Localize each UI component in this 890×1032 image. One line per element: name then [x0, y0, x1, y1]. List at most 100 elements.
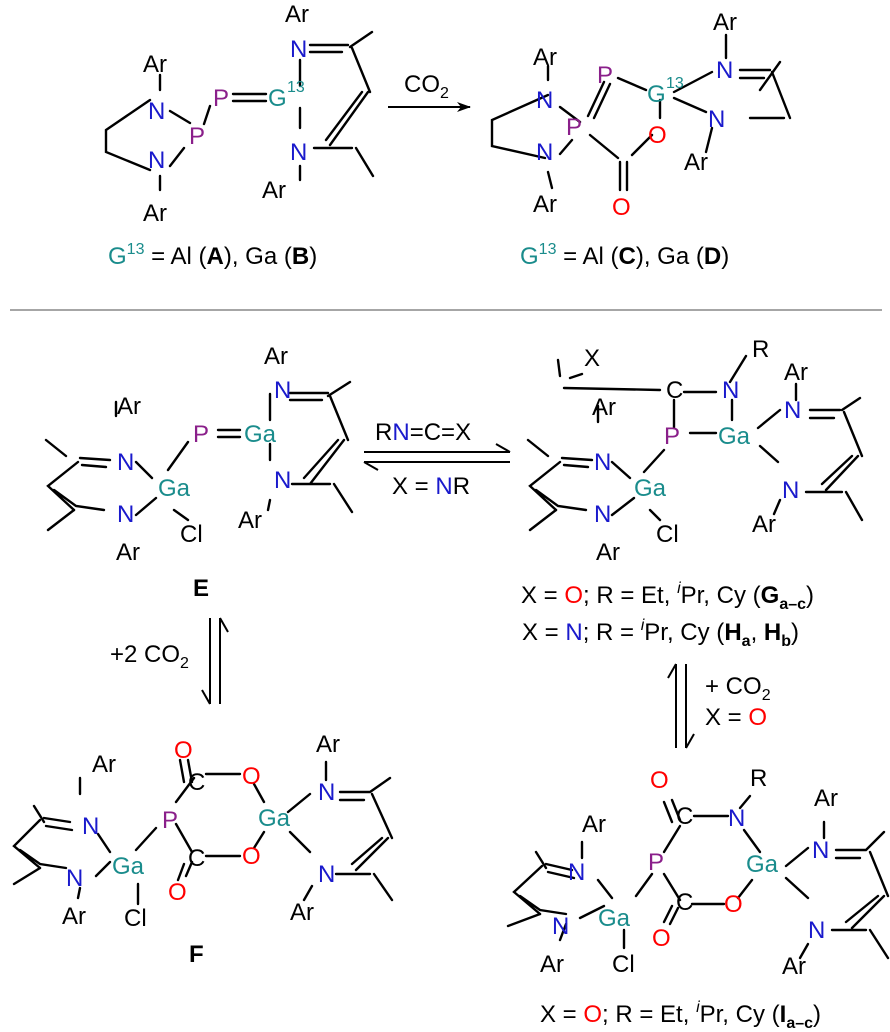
- svg-text:Ga: Ga: [158, 475, 191, 502]
- caption-G: X = O; R = Et, iPr, Cy (Ga–c): [521, 580, 814, 613]
- svg-text:Ar: Ar: [143, 200, 167, 227]
- svg-text:N: N: [66, 865, 83, 892]
- svg-text:Ar: Ar: [62, 903, 86, 930]
- svg-text:N: N: [708, 106, 725, 133]
- compound-A-B: Ar N N Ar P P G 13 N Ar N Ar: [104, 1, 375, 227]
- svg-text:Ar: Ar: [290, 899, 314, 926]
- svg-text:Cl: Cl: [656, 521, 679, 548]
- svg-text:N: N: [716, 57, 733, 84]
- svg-text:Ar: Ar: [238, 507, 262, 534]
- svg-text:O: O: [612, 194, 631, 221]
- svg-text:P: P: [213, 85, 229, 112]
- caption-C-D: G13 = Al (C), Ga (D): [520, 241, 729, 270]
- svg-text:Ar: Ar: [533, 44, 557, 71]
- svg-text:Ar: Ar: [316, 731, 340, 758]
- svg-text:R: R: [750, 765, 767, 792]
- svg-text:Ar: Ar: [814, 785, 838, 812]
- svg-text:C: C: [188, 769, 205, 796]
- svg-text:Cl: Cl: [180, 521, 203, 548]
- svg-text:N: N: [274, 467, 291, 494]
- svg-text:13: 13: [666, 75, 684, 92]
- svg-text:O: O: [174, 737, 193, 764]
- svg-text:G: G: [647, 81, 666, 108]
- svg-text:C: C: [676, 803, 693, 830]
- svg-text:+ CO+ CO2: + CO+ CO2: [705, 673, 771, 704]
- svg-text:O: O: [724, 891, 743, 918]
- svg-text:G: G: [268, 85, 287, 112]
- svg-text:X = NR: X = NR: [392, 473, 470, 500]
- svg-text:N: N: [594, 449, 611, 476]
- svg-text:P: P: [193, 421, 209, 448]
- svg-text:RN=C=X: RN=C=X: [375, 419, 471, 446]
- svg-text:N: N: [290, 36, 307, 63]
- svg-text:R: R: [752, 336, 769, 363]
- svg-text:O: O: [648, 122, 667, 149]
- svg-text:Ga: Ga: [244, 421, 277, 448]
- svg-text:Cl: Cl: [124, 905, 147, 932]
- equilibrium-arrows-E-G: RN=C=X X = NR: [363, 419, 511, 500]
- svg-text:P: P: [648, 849, 664, 876]
- svg-text:13: 13: [287, 79, 305, 96]
- svg-text:P: P: [189, 123, 205, 150]
- svg-text:Ga: Ga: [634, 475, 667, 502]
- svg-text:N: N: [290, 139, 307, 166]
- svg-text:O: O: [652, 925, 671, 952]
- label-E: E: [193, 575, 209, 602]
- svg-text:N: N: [318, 779, 335, 806]
- caption-I: X = O; R = Et, iPr, Cy (Ia–c): [540, 999, 821, 1032]
- svg-text:Ar: Ar: [92, 751, 116, 778]
- svg-text:N: N: [722, 377, 739, 404]
- svg-text:N: N: [594, 501, 611, 528]
- svg-text:Ar: Ar: [262, 177, 286, 204]
- svg-text:X: X: [584, 345, 600, 372]
- svg-text:N: N: [552, 913, 569, 940]
- svg-text:Ar: Ar: [596, 539, 620, 566]
- svg-text:N: N: [148, 98, 165, 125]
- svg-text:N: N: [82, 813, 99, 840]
- svg-text:Ga: Ga: [112, 853, 145, 880]
- svg-text:Ar: Ar: [782, 953, 806, 980]
- svg-text:Ga: Ga: [258, 805, 291, 832]
- equilibrium-arrows-E-F: +2 CO2: [110, 617, 229, 705]
- compound-E: Ar N N Ar Ga Cl P Ga N Ar N Ar: [44, 343, 354, 566]
- svg-text:N: N: [728, 805, 745, 832]
- svg-text:Ar: Ar: [116, 539, 140, 566]
- svg-text:CO2: CO2: [404, 71, 449, 102]
- svg-text:Ar: Ar: [540, 951, 564, 978]
- svg-text:Ga: Ga: [718, 423, 751, 450]
- svg-text:Ga: Ga: [746, 851, 779, 878]
- svg-text:X = O: X = O: [705, 704, 767, 731]
- svg-text:Ar: Ar: [684, 149, 708, 176]
- svg-text:P: P: [566, 114, 582, 141]
- svg-text:P: P: [597, 62, 613, 89]
- caption-H: X = N; R = iPr, Cy (Ha, Hb): [522, 617, 799, 650]
- svg-text:P: P: [162, 807, 178, 834]
- svg-text:N: N: [274, 377, 291, 404]
- svg-text:+2 CO2: +2 CO2: [110, 641, 189, 672]
- svg-text:N: N: [812, 837, 829, 864]
- svg-text:N: N: [117, 501, 134, 528]
- svg-text:O: O: [242, 763, 261, 790]
- svg-text:N: N: [782, 477, 799, 504]
- svg-text:Ar: Ar: [713, 9, 737, 36]
- svg-text:Ar: Ar: [752, 511, 776, 538]
- svg-text:N: N: [148, 147, 165, 174]
- svg-text:Ar: Ar: [533, 191, 557, 218]
- caption-A-B: G13 = Al (A), Ga (B): [108, 241, 317, 270]
- svg-text:Ar: Ar: [285, 1, 309, 28]
- compound-C-D: Ar N N Ar P P G 13 O O N Ar N Ar: [490, 9, 792, 221]
- svg-text:P: P: [664, 423, 680, 450]
- svg-text:C: C: [676, 889, 693, 916]
- svg-text:Ar: Ar: [784, 359, 808, 386]
- svg-text:Ar: Ar: [592, 394, 616, 421]
- svg-text:Ar: Ar: [117, 393, 141, 420]
- svg-text:C: C: [666, 377, 683, 404]
- svg-text:N: N: [536, 87, 553, 114]
- svg-text:Ar: Ar: [582, 811, 606, 838]
- label-F: F: [189, 941, 204, 968]
- svg-text:O: O: [242, 843, 261, 870]
- equilibrium-arrows-G-I: + CO+ CO2 X = O: [667, 663, 771, 749]
- svg-text:Ar: Ar: [143, 51, 167, 78]
- svg-text:Ar: Ar: [264, 343, 288, 370]
